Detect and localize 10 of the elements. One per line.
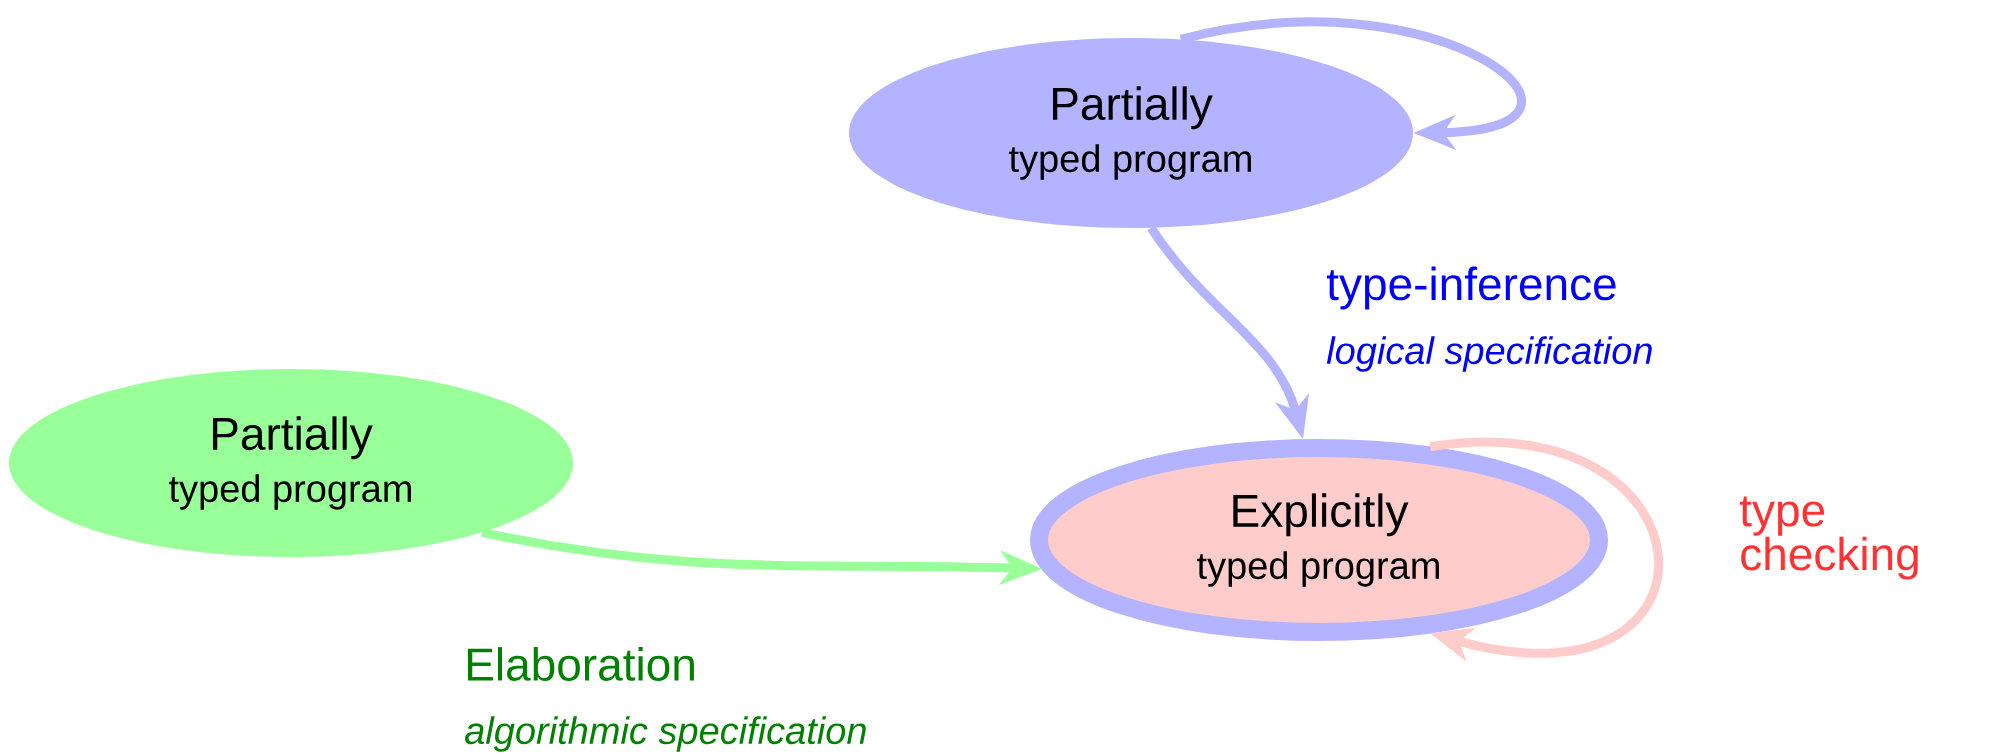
- annotation-text: Elaboration: [468, 647, 694, 681]
- ellipse-node: Partially typed program: [849, 38, 1413, 228]
- arrow: [1179, 17, 1525, 151]
- annotation-text: type-inference: [1326, 266, 1616, 310]
- annotation-text: logical specification: [1326, 336, 1652, 372]
- arrow: [1429, 437, 1663, 662]
- annotation-text: type checking: [1739, 496, 1918, 580]
- ellipse-node: Partially typed program: [9, 369, 573, 557]
- ellipse-node: Explicitly typed program: [1030, 439, 1608, 641]
- annotation-text: algorithmic specification: [465, 716, 866, 752]
